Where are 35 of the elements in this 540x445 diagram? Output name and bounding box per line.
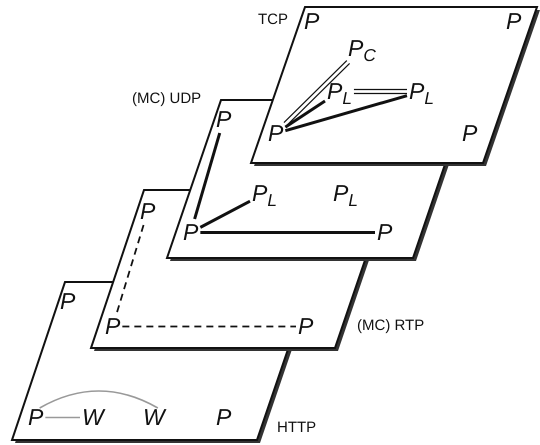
node-label: P bbox=[268, 122, 284, 145]
layer-label: (MC) RTP bbox=[357, 318, 424, 333]
connector-line bbox=[284, 100, 326, 128]
node-label: P bbox=[377, 221, 392, 244]
node-label: P bbox=[216, 108, 232, 131]
node-label: P bbox=[140, 200, 156, 223]
connector-line bbox=[283, 60, 350, 126]
connector-line bbox=[116, 224, 144, 314]
node-label: P bbox=[304, 10, 320, 33]
node-label: P bbox=[60, 290, 76, 313]
layer-label: TCP bbox=[258, 12, 288, 27]
connector-line bbox=[193, 132, 222, 220]
node-label: P bbox=[462, 122, 478, 145]
connector-line bbox=[353, 88, 408, 94]
layer-label: HTTP bbox=[277, 420, 316, 435]
node-label: P bbox=[28, 406, 44, 429]
connector-line bbox=[39, 390, 158, 409]
node-label: W bbox=[143, 406, 165, 429]
connector-line bbox=[284, 94, 408, 132]
node-label: P$_{L}$ bbox=[252, 182, 277, 205]
connector-line bbox=[200, 200, 251, 229]
node-label: P bbox=[105, 315, 120, 338]
node-label: P$_{L}$ bbox=[409, 80, 434, 103]
node-label: P bbox=[183, 221, 198, 244]
connector-line bbox=[200, 231, 375, 234]
node-label: P bbox=[216, 406, 232, 429]
node-label: P$_{L}$ bbox=[333, 182, 358, 205]
node-label: P bbox=[298, 315, 314, 338]
connector-line bbox=[45, 416, 80, 418]
node-label: P bbox=[506, 10, 522, 33]
connector-line bbox=[122, 326, 296, 328]
node-label: P$_{L}$ bbox=[327, 80, 352, 103]
layer-label: (MC) UDP bbox=[132, 91, 202, 106]
node-label: P$_{C}$ bbox=[348, 37, 376, 60]
node-label: W bbox=[82, 406, 104, 429]
